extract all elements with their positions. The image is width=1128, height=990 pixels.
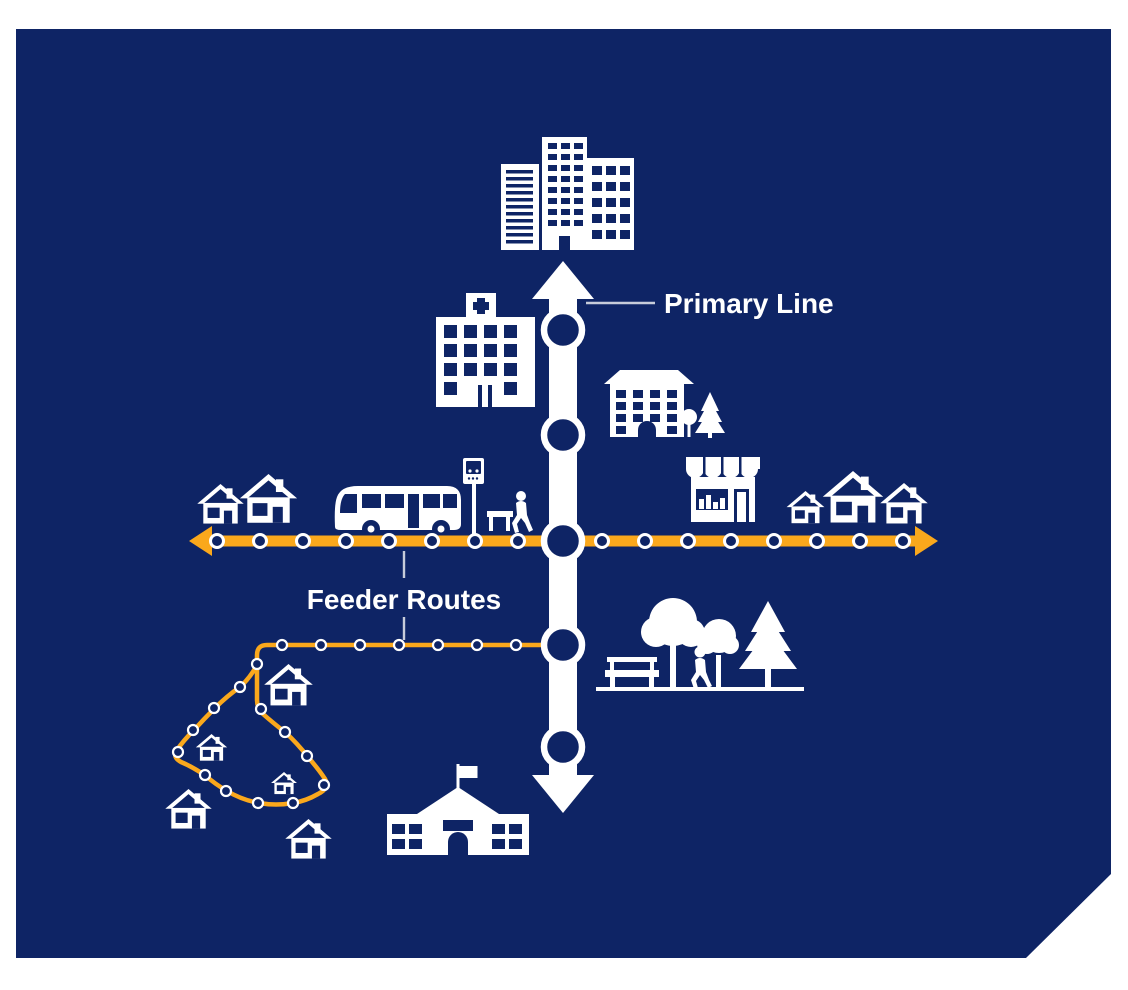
apartment-building-icon bbox=[604, 370, 725, 438]
primary-stations bbox=[540, 307, 586, 770]
bench-icon bbox=[487, 511, 513, 531]
bench-icon bbox=[605, 657, 659, 687]
round-tree-icon bbox=[641, 598, 705, 687]
park-icon bbox=[596, 598, 804, 691]
office-towers-icon bbox=[501, 137, 634, 250]
arrow-up-icon bbox=[532, 261, 594, 299]
pedestrian-icon bbox=[512, 491, 533, 533]
feeder-stops bbox=[209, 533, 911, 549]
primary-line-label-text: Primary Line bbox=[664, 288, 834, 319]
primary-line-label: Primary Line bbox=[586, 288, 834, 319]
feeder-routes-label: Feeder Routes bbox=[307, 551, 502, 640]
feeder-routes-label-text: Feeder Routes bbox=[307, 584, 502, 615]
arrow-down-icon bbox=[532, 775, 594, 813]
pine-tree-icon bbox=[739, 601, 797, 687]
neighborhood-feeder-route-line bbox=[171, 638, 548, 810]
bus-icon bbox=[334, 486, 461, 538]
pine-tree-icon bbox=[695, 392, 725, 438]
primary-line bbox=[532, 261, 594, 813]
bus-stop-sign-icon bbox=[463, 458, 484, 537]
hospital-icon bbox=[436, 293, 535, 407]
round-tree-icon bbox=[681, 409, 697, 437]
neighborhood-stops bbox=[171, 638, 523, 810]
round-tree-icon bbox=[697, 619, 739, 687]
school-icon bbox=[387, 764, 529, 855]
shop-icon bbox=[686, 457, 760, 522]
arrow-right-icon bbox=[915, 526, 938, 556]
pedestrian-icon bbox=[691, 646, 712, 689]
arrow-left-icon bbox=[189, 526, 212, 556]
